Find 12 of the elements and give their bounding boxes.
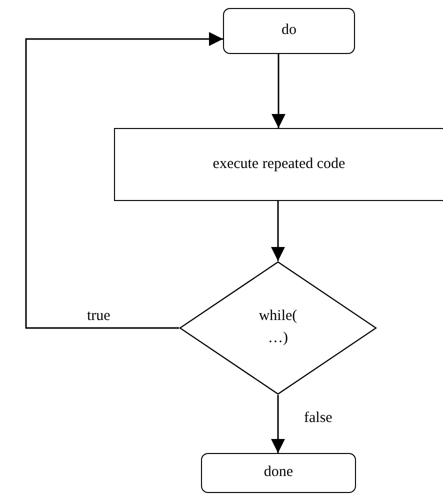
node-label: do <box>282 21 296 40</box>
node-label: execute repeated code <box>212 154 346 174</box>
decision-diamond <box>179 261 377 395</box>
start-box <box>223 8 355 54</box>
arrow <box>271 395 285 453</box>
arrow <box>271 201 285 261</box>
node-label: while( …) <box>258 307 298 348</box>
process-box <box>114 128 443 201</box>
node-label: done <box>264 463 294 482</box>
arrow <box>272 54 286 128</box>
arrow <box>25 32 223 329</box>
end-box <box>201 453 356 493</box>
